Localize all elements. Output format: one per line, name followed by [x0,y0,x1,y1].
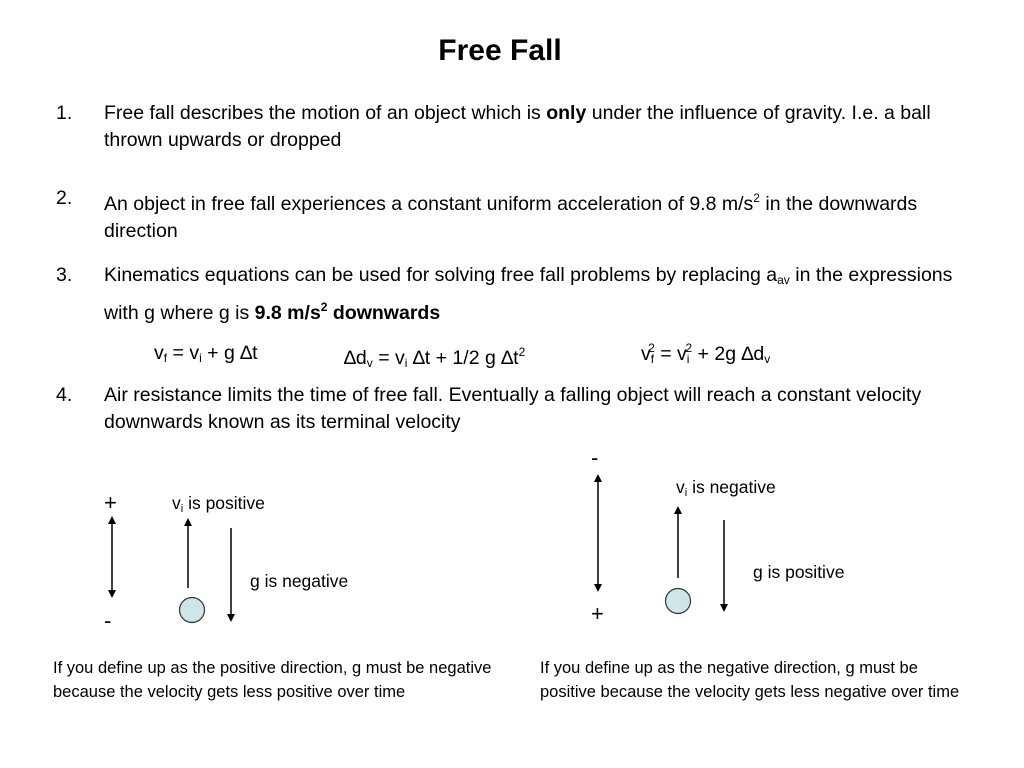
superscript: 2 [518,345,526,359]
subscript: i [686,352,690,366]
text-part: under the influence of gravity. I.e. a b… [104,102,931,151]
superscript: 2 [320,300,328,314]
item-text: Free fall describes the motion of an obj… [104,100,954,154]
item-number: 1. [56,102,73,124]
eq-part: v [641,343,651,365]
eq-part: ∆d [344,347,367,369]
bold-part: downwards [327,302,441,324]
subscript: av [777,273,790,287]
subscript: i [404,356,408,370]
subscript: f [650,352,655,366]
text-part: in the expressions with g where g is [104,264,953,324]
label-part: v [172,493,181,513]
right-top-sign: - [591,445,599,470]
eq-part: = v [654,343,687,365]
equation-velocity-squared: vf2 = vi2 + 2g ∆dv [641,341,770,366]
bold-part: 9.8 m/s [254,302,321,324]
item-text: Kinematics equations can be used for sol… [104,262,954,327]
text-part: An object in free fall experiences a con… [104,193,754,215]
left-axis-double-arrow [108,516,116,598]
item-number: 3. [56,264,73,286]
eq-part: v [154,342,164,364]
eq-part: = v [167,342,200,364]
item-text: An object in free fall experiences a con… [104,185,954,245]
right-g-label: g is positive [753,562,845,582]
subscript: i [684,487,688,499]
subscript: v [764,352,771,366]
subscript: v [366,356,373,370]
superscript: 2 [753,191,760,205]
superscript: 2 [648,341,655,355]
item-number: 4. [56,384,73,406]
equation-final-velocity: vf = vi + g ∆t [154,342,258,365]
subscript: f [163,351,168,365]
bold-word: only [546,102,587,124]
left-top-sign: + [104,490,117,515]
right-ball [664,587,692,615]
eq-part: ∆t + 1/2 g ∆t [407,347,519,369]
right-gravity-down-arrow [720,520,728,612]
item-text: Air resistance limits the time of free f… [104,384,922,433]
left-g-label: g is negative [250,571,349,591]
right-caption: If you define up as the negative directi… [540,659,960,701]
bold-phrase: 9.8 m/s2 downwards [254,300,441,324]
eq-part: + 2g ∆d [692,343,765,365]
left-ball [178,596,206,624]
superscript: 2 [685,341,693,355]
right-axis-double-arrow [594,474,602,592]
left-gravity-down-arrow [227,528,235,622]
left-vi-label: vi is positive [172,493,265,515]
label-part: v [676,477,685,497]
left-bottom-sign: - [104,608,112,633]
subscript: i [180,503,184,515]
equation-displacement: ∆dv = vi ∆t + 1/2 g ∆t2 [344,345,525,370]
page-title: Free Fall [438,34,562,67]
eq-part: + g ∆t [201,342,258,364]
text-part: Kinematics equations can be used for sol… [104,264,778,286]
left-velocity-up-arrow [184,518,192,588]
label-part: is negative [687,477,776,497]
text-part: Free fall describes the motion of an obj… [104,102,547,124]
eq-part: = v [372,347,405,369]
item-number: 2. [56,187,73,209]
subscript: i [199,351,202,365]
text-part: in the downwards direction [104,193,918,242]
right-vi-label: vi is negative [676,477,776,499]
right-bottom-sign: + [591,601,604,626]
label-part: is positive [183,493,265,513]
right-velocity-up-arrow [674,506,682,578]
left-caption: If you define up as the positive directi… [53,659,492,701]
